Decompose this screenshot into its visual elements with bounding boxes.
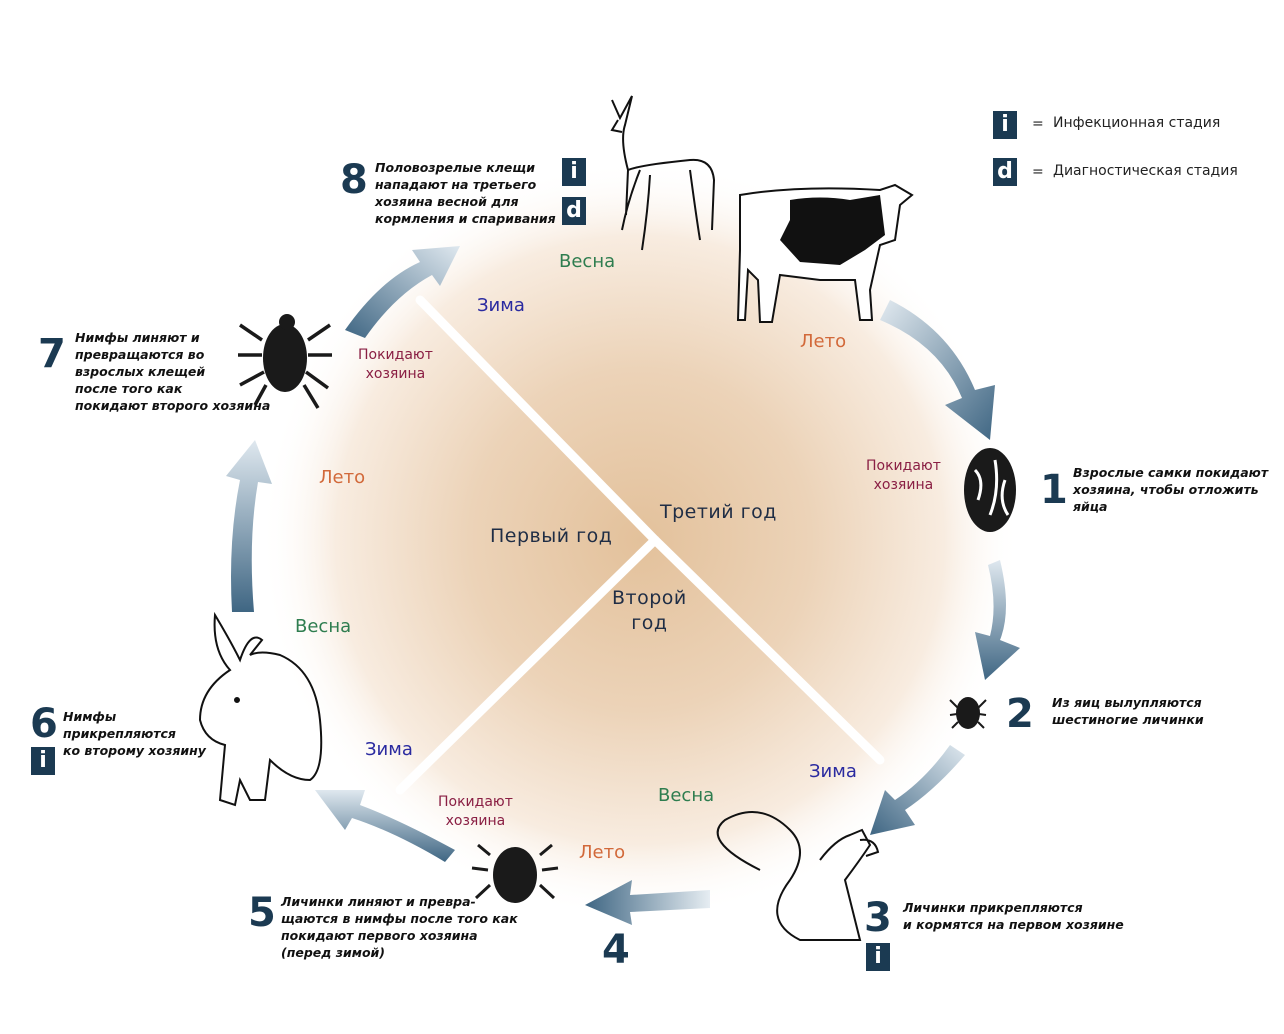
step-8-description: Половозрелые клещи нападают на третьего … [375, 160, 556, 226]
divider-first-third [415, 295, 660, 545]
legend-eq-diagnostic: = [1032, 164, 1044, 180]
center-glow [260, 160, 1020, 920]
squirrel-icon [716, 811, 880, 941]
arrow-squirrel-to-nymph [585, 880, 710, 925]
leave-host-label-step1: Покидают хозяина [866, 458, 941, 493]
step-1-number: 1 [1040, 467, 1068, 513]
step-8-diagnostic-badge: d [562, 197, 586, 225]
legend-badge-infectious: i [993, 111, 1017, 139]
arrow-step2-to-squirrel [870, 745, 965, 835]
legend: i = Инфекционная стадия d = Диагностичес… [990, 108, 1280, 188]
step-8-number: 8 [340, 157, 368, 203]
rabbit-icon [198, 611, 323, 807]
step-5-description: Личинки линяют и превра- щаются в нимфы … [281, 894, 518, 960]
step-2-description: Из яиц вылупляются шестиногие личинки [1052, 695, 1204, 727]
legend-badge-diagnostic: d [993, 158, 1017, 186]
arrow-step1-to-step2 [975, 560, 1020, 680]
season-winter-right: Зима [809, 761, 857, 782]
arrow-step7-to-deer [345, 246, 460, 338]
arrow-nymph-to-rabbit [315, 790, 455, 862]
engorged-female-tick-icon [964, 448, 1016, 532]
adult-tick-icon [238, 314, 332, 409]
step-4-number: 4 [602, 927, 630, 973]
step-3-infectious-badge: i [866, 943, 890, 971]
arrow-cow-to-step1 [880, 300, 995, 440]
divider-third-second [650, 535, 885, 765]
cow-icon [736, 183, 914, 323]
year-label-second: Второй год [612, 587, 687, 634]
year-dividers [395, 295, 885, 795]
step-7-description: Нимфы линяют и превращаются во взрослых … [75, 330, 271, 413]
season-winter-top: Зима [477, 295, 525, 316]
step-8-infectious-badge: i [562, 158, 586, 186]
deer-icon [610, 95, 716, 251]
year-label-third: Третий год [660, 501, 777, 523]
season-winter-left: Зима [365, 739, 413, 760]
step-6-number: 6 [30, 701, 58, 747]
season-spring-top: Весна [559, 251, 616, 272]
season-spring-bottom: Весна [658, 785, 715, 806]
step-6-description: Нимфы прикрепляются ко второму хозяину [63, 709, 206, 758]
step-2-number: 2 [1006, 691, 1034, 737]
year-label-first: Первый год [490, 525, 613, 547]
step-3-description: Личинки прикрепляются и кормятся на перв… [903, 900, 1124, 932]
legend-label-diagnostic: Диагностическая стадия [1053, 163, 1238, 179]
larva-tick-icon [949, 697, 987, 729]
step-1-description: Взрослые самки покидают хозяина, чтобы о… [1073, 465, 1269, 514]
legend-eq-infectious: = [1032, 116, 1044, 132]
season-spring-left: Весна [295, 616, 352, 637]
season-summer-left: Лето [319, 467, 366, 488]
leave-host-label-step5: Покидают хозяина [438, 794, 513, 829]
step-5-number: 5 [248, 890, 276, 936]
legend-label-infectious: Инфекционная стадия [1053, 115, 1221, 131]
season-summer-top: Лето [800, 331, 847, 352]
cycle-arrows [226, 246, 1020, 925]
step-3-number: 3 [864, 895, 892, 941]
divider-first-second [395, 535, 660, 795]
step-7-number: 7 [38, 331, 66, 377]
arrow-rabbit-to-step7 [226, 440, 272, 612]
step-6-infectious-badge: i [31, 747, 55, 775]
season-summer-bottom: Лето [579, 842, 626, 863]
nymph-tick-icon [471, 843, 559, 903]
leave-host-label-step7: Покидают хозяина [358, 347, 433, 382]
